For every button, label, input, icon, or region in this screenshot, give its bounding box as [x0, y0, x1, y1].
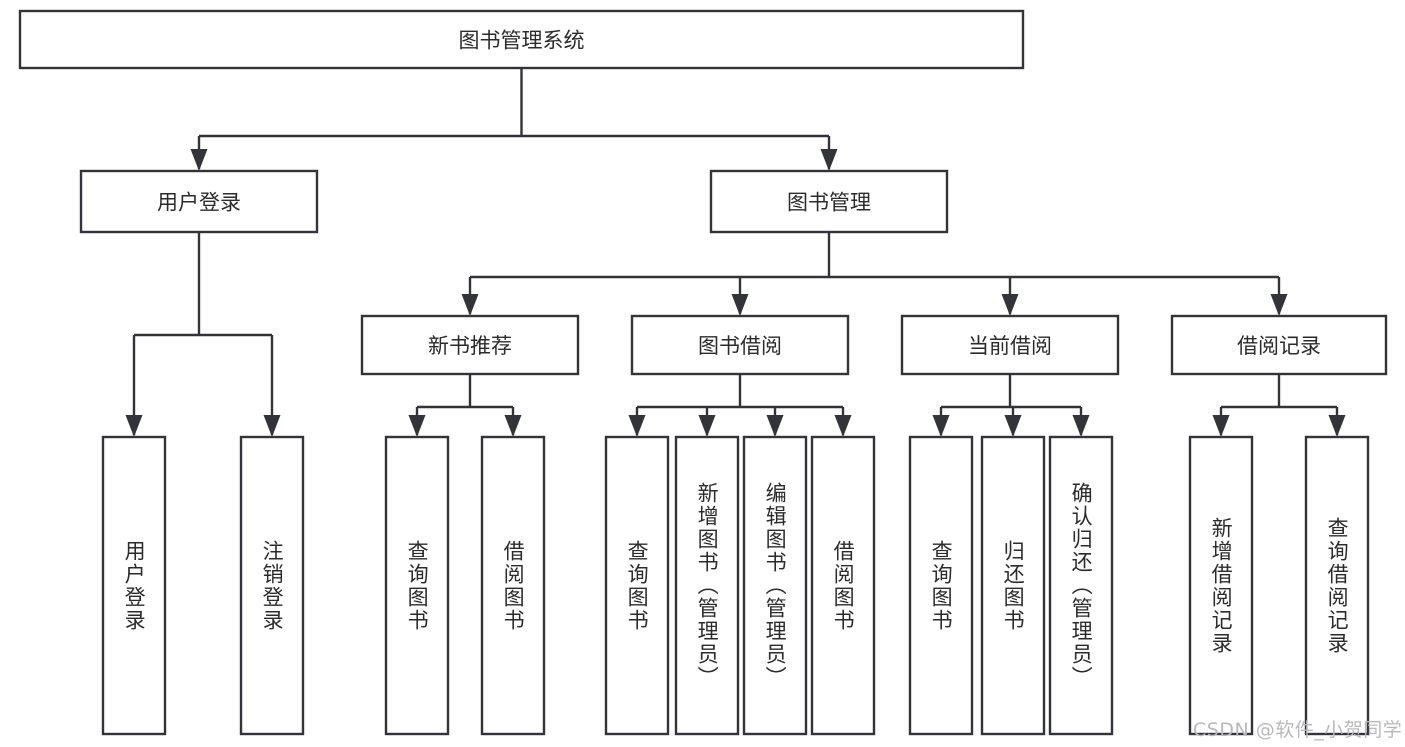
node-user-login[interactable]: [79, 169, 319, 234]
node-book-management[interactable]: [709, 169, 949, 234]
node-book-management-label: 图书管理: [787, 191, 871, 215]
node-borrow-record-label: 借阅记录: [1237, 334, 1321, 358]
leaf-leaf-query-book-1[interactable]: [384, 435, 450, 736]
leaf-leaf-query-book-2[interactable]: [604, 435, 670, 736]
leaf-leaf-user-login[interactable]: [101, 435, 167, 736]
leaf-leaf-add-record[interactable]: [1188, 435, 1254, 736]
node-root[interactable]: [18, 9, 1025, 70]
connectors-layer: [125, 68, 1346, 437]
leaf-leaf-query-record[interactable]: [1304, 435, 1370, 736]
leaf-leaf-borrow-book-1[interactable]: [480, 435, 546, 736]
boxes-layer: [18, 9, 1388, 736]
node-book-borrow[interactable]: [630, 314, 850, 376]
leaf-leaf-add-book[interactable]: [674, 435, 740, 736]
node-root-label: 图书管理系统: [459, 29, 585, 53]
leaf-leaf-confirm-return[interactable]: [1048, 435, 1114, 736]
leaf-leaf-borrow-book-2[interactable]: [810, 435, 876, 736]
node-current-borrow-label: 当前借阅: [968, 334, 1052, 358]
leaf-leaf-return-book[interactable]: [980, 435, 1046, 736]
node-new-book-recommend-label: 新书推荐: [428, 334, 512, 358]
leaf-leaf-user-logout[interactable]: [239, 435, 305, 736]
node-new-book-recommend[interactable]: [360, 314, 580, 376]
leaf-leaf-query-book-3[interactable]: [908, 435, 974, 736]
node-user-login-label: 用户登录: [157, 191, 241, 215]
node-book-borrow-label: 图书借阅: [698, 334, 782, 358]
node-borrow-record[interactable]: [1170, 314, 1388, 376]
node-current-borrow[interactable]: [900, 314, 1120, 376]
leaf-leaf-edit-book[interactable]: [742, 435, 808, 736]
watermark: CSDN @软件_小贺同学: [1193, 719, 1403, 741]
